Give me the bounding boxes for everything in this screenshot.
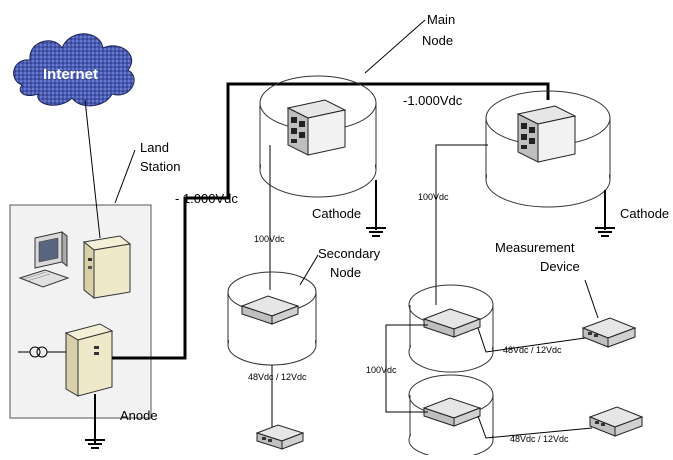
- internet-link: [84, 99, 101, 239]
- cloud-icon: Internet: [13, 33, 135, 107]
- cathode-label-1: Cathode: [312, 206, 361, 221]
- secondary-node-pointer: [299, 254, 319, 286]
- measurement-device-label-2: Device: [540, 259, 580, 274]
- measurement-device-icon: [581, 317, 637, 348]
- v100-right-label: 100Vdc: [418, 192, 449, 202]
- cathode-label-2: Cathode: [620, 206, 669, 221]
- secondary-node-label-1: Secondary: [318, 246, 381, 261]
- server-tower-icon: [82, 235, 132, 300]
- network-device-icon: [422, 397, 482, 427]
- cable-100v-bottom: [385, 324, 428, 413]
- v48-secondary-label: 48Vdc / 12Vdc: [248, 372, 307, 382]
- ground-symbol-icon: [595, 227, 615, 237]
- rack-switch-icon: [286, 99, 347, 156]
- ac-source-icon: [18, 346, 66, 358]
- land-station-label-2: Station: [140, 159, 180, 174]
- measurement-device-label-1: Measurement: [495, 240, 575, 255]
- v100-bottom-label: 100Vdc: [366, 365, 397, 375]
- monitor-icon: [18, 230, 70, 288]
- voltage-left-label: - 1.000Vdc: [175, 191, 238, 206]
- cable-48v-measure-2: [477, 415, 593, 439]
- v48-measure-2-label: 48Vdc / 12Vdc: [510, 434, 569, 444]
- land-station-pointer: [114, 149, 136, 204]
- network-device-icon: [240, 295, 300, 325]
- secondary-node-label-2: Node: [330, 265, 361, 280]
- land-station-label-1: Land: [140, 140, 169, 155]
- anode-label: Anode: [120, 408, 158, 423]
- main-node-label-1: Main: [427, 12, 455, 27]
- voltage-right-label: -1.000Vdc: [403, 93, 463, 108]
- cable-100v-right: [435, 144, 488, 305]
- v100-left-label: 100Vdc: [254, 234, 285, 244]
- power-supply-icon: [64, 323, 114, 397]
- measurement-device-icon: [255, 424, 305, 450]
- ground-symbol-icon: [85, 439, 105, 449]
- measurement-device-pointer: [584, 279, 599, 319]
- v48-measure-1-label: 48Vdc / 12Vdc: [503, 345, 562, 355]
- cable-48v-measure-1: [477, 327, 586, 353]
- main-node-pointer: [364, 19, 426, 74]
- main-node-label-2: Node: [422, 33, 453, 48]
- network-device-icon: [422, 308, 482, 338]
- trunk-cable: [112, 82, 550, 360]
- cloud-label: Internet: [43, 66, 98, 83]
- rack-switch-icon: [516, 105, 577, 163]
- ground-symbol-icon: [366, 227, 386, 237]
- measurement-device-icon: [588, 406, 644, 437]
